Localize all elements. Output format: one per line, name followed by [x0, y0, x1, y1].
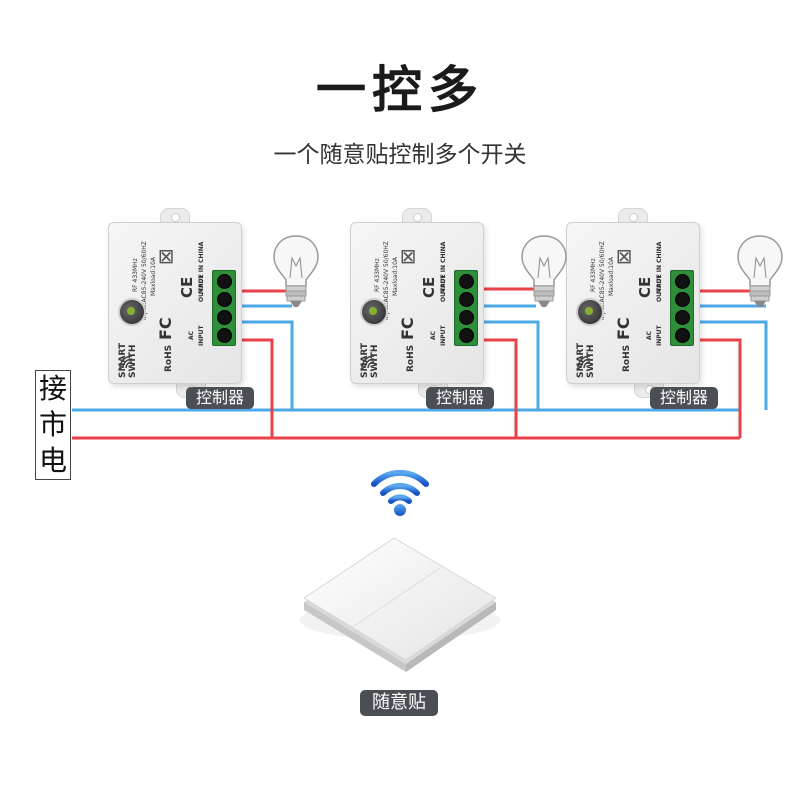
page-title: 一控多	[316, 61, 484, 119]
fc-mark: FC	[156, 317, 175, 340]
remote-label: 随意贴	[360, 690, 438, 716]
radio-signal-icon	[577, 355, 591, 369]
rohs-mark: RoHS	[406, 344, 416, 372]
input-label: INPUT	[198, 325, 205, 346]
page-subtitle: 一个随意贴控制多个开关	[273, 142, 527, 168]
terminal-screw	[675, 310, 690, 325]
controller-label-2: 控制器	[426, 387, 495, 409]
fc-mark: FC	[614, 317, 633, 340]
pairing-button	[576, 298, 604, 326]
output-label: OUTPUT	[440, 274, 447, 302]
module2-input-live	[474, 338, 518, 438]
module1-input-live	[230, 338, 274, 438]
light-bulb-icon	[273, 235, 319, 307]
terminal-screw	[459, 274, 474, 289]
weee-bin-icon: ⊠	[399, 244, 417, 268]
terminal-block	[212, 270, 236, 346]
terminal-screw	[217, 292, 232, 307]
rohs-mark: RoHS	[164, 344, 174, 372]
radio-signal-icon	[119, 355, 133, 369]
wireless-switch-panel[interactable]	[290, 538, 510, 678]
light-bulb-icon	[521, 235, 567, 307]
output-label: OUTPUT	[198, 274, 205, 302]
spec-line-1: RF 433MHz	[132, 258, 139, 292]
spec-line-1: RF 433MHz	[590, 258, 597, 292]
radio-signal-icon	[361, 355, 375, 369]
ce-mark: CE	[636, 276, 654, 298]
terminal-screw	[217, 310, 232, 325]
module2-input-neutral	[474, 320, 540, 410]
terminal-screw	[675, 328, 690, 343]
ce-mark: CE	[420, 276, 438, 298]
ce-mark: CE	[178, 276, 196, 298]
ac-label: AC	[188, 330, 195, 340]
ac-label: AC	[646, 330, 653, 340]
pairing-button	[360, 298, 388, 326]
terminal-screw	[675, 292, 690, 307]
controller-module-3: RF 433MHz Input:AC85-240V 50/60HZ Maxloa…	[566, 208, 700, 398]
terminal-screw	[459, 310, 474, 325]
terminal-screw	[675, 274, 690, 289]
fc-mark: FC	[398, 317, 417, 340]
controller-label-1: 控制器	[186, 387, 255, 409]
module3-input-live	[690, 338, 742, 438]
output-label: OUTPUT	[656, 274, 663, 302]
terminal-block	[670, 270, 694, 346]
mains-char-2: 市	[38, 408, 67, 441]
controller-module-1: RF 433MHz Input:AC85-240V 50/60HZ Maxloa…	[108, 208, 242, 398]
rohs-mark: RoHS	[622, 344, 632, 372]
input-label: INPUT	[440, 325, 447, 346]
module3-input-neutral	[690, 320, 768, 410]
light-bulb-icon	[737, 235, 783, 307]
terminal-screw	[217, 328, 232, 343]
mounting-tab-top	[160, 208, 190, 226]
terminal-screw	[459, 292, 474, 307]
terminal-screw	[459, 328, 474, 343]
mains-supply-box: 接 市 电	[35, 370, 71, 480]
spec-line-1: RF 433MHz	[374, 258, 381, 292]
mains-char-3: 电	[38, 444, 67, 477]
controller-module-2: RF 433MHz Input:AC85-240V 50/60HZ Maxloa…	[350, 208, 484, 398]
mains-char-1: 接	[38, 372, 67, 405]
terminal-block	[454, 270, 478, 346]
controller-label-3: 控制器	[650, 387, 719, 409]
weee-bin-icon: ⊠	[615, 244, 633, 268]
input-label: INPUT	[656, 325, 663, 346]
terminal-screw	[217, 274, 232, 289]
ac-label: AC	[430, 330, 437, 340]
pairing-button	[118, 298, 146, 326]
module1-input-neutral	[230, 320, 294, 410]
wifi-signal-icon	[371, 469, 429, 516]
weee-bin-icon: ⊠	[157, 244, 175, 268]
